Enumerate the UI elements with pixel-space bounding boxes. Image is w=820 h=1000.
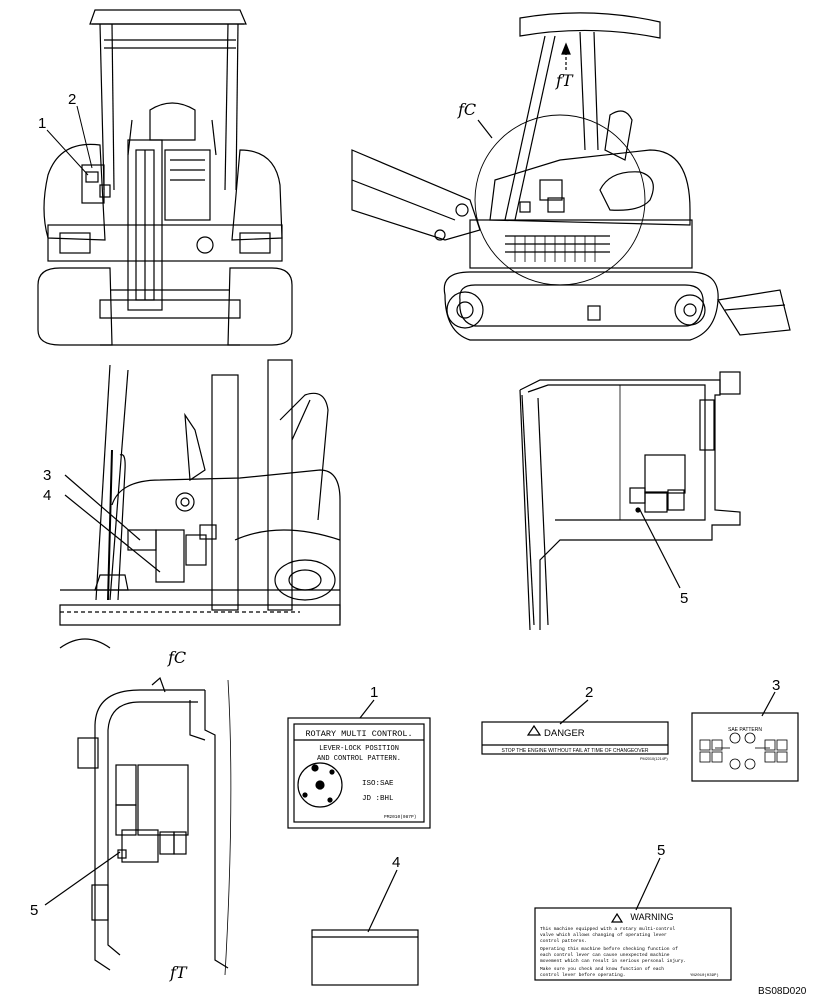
decal-5-line-7: Make sure you check and know function of… [540,966,664,972]
view-ref-ft-top: fT [555,71,574,90]
decal-1-rotary-multi-control [287,699,431,829]
callout-2: 2 [68,91,76,108]
decal-2-danger [481,699,669,755]
figure-id: BS08D020 [758,986,807,997]
decal-2-text: STOP THE ENGINE WITHOUT FAIL AT TIME OF … [502,748,649,754]
decal-1-part: PM2010(087P) [384,814,416,820]
decal-number-2: 2 [585,684,593,701]
side-view-machine [351,12,791,341]
decal-number-1: 1 [370,684,378,701]
callout-1: 1 [38,115,46,132]
callout-5-detail-t: 5 [30,902,38,919]
decal-5-warning [534,857,732,981]
decal-5-line-5: each control lever can cause unexpected … [540,952,670,958]
detail-t-cab-panel [44,676,232,976]
decal-5-line-4: Operating this machine before checking f… [540,946,678,952]
decal-1-line-1: LEVER-LOCK POSITION [319,745,399,753]
callout-3: 3 [43,467,51,484]
view-ref-fc-top: fC [457,100,476,119]
decal-5-line-3: control patterns. [540,938,587,944]
decal-5-part: YN2010(039P) [690,973,719,978]
decal-5-line-2: valve which allows changing of operating… [540,932,667,938]
view-ref-ft-bottom: fT [169,963,188,982]
decal-2-part: PM2010(1214P) [640,757,668,761]
decal-3-sae-pattern [691,691,799,782]
decal-5-line-1: This machine equipped with a rotary mult… [540,926,675,932]
detail-c-operator-area [59,359,341,649]
decal-3-heading: SAE PATTERN [728,727,762,733]
decal-number-4: 4 [392,854,400,871]
decal-5-heading: WARNING [630,912,673,922]
view-ref-fc-bottom: fC [167,648,186,667]
decal-5-line-8: control lever before operating. [540,972,625,978]
decal-1-jd: JD :BHL [362,795,394,803]
callout-5-cab: 5 [680,590,688,607]
decal-5-line-6: movement which can result in serious per… [540,958,686,964]
decal-2-heading: DANGER [544,728,585,739]
decal-1-line-2: AND CONTROL PATTERN. [317,755,401,763]
detail-cab-interior [519,371,741,631]
decal-number-5: 5 [657,842,665,859]
callout-4: 4 [43,487,51,504]
decal-4-blank [311,869,419,986]
decal-1-iso: ISO:SAE [362,780,394,788]
decal-number-3: 3 [772,677,780,694]
front-view-machine [37,9,293,346]
decal-1-title: ROTARY MULTI CONTROL. [305,729,412,739]
